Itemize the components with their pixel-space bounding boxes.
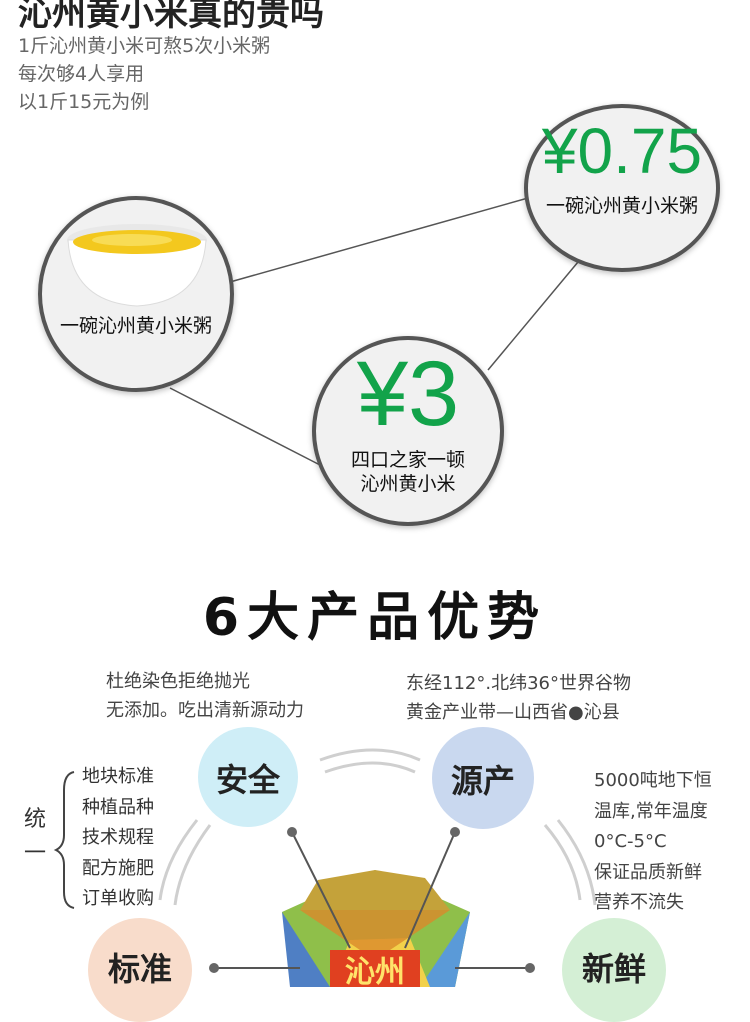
connector-lines: [169, 197, 579, 466]
intro-line: 每次够4人享用: [18, 63, 145, 85]
note-line: 0°C-5°C: [594, 831, 667, 852]
origin-badge: 源产: [432, 727, 534, 829]
note-line: 东经112°.北纬36°世界谷物: [406, 673, 631, 694]
per-bowl-price: ¥0.75: [541, 115, 703, 187]
list-item: 种植品种: [82, 796, 154, 818]
note-line: 保证品质新鲜: [594, 861, 702, 883]
note-line: 杜绝染色拒绝抛光: [106, 671, 250, 692]
intro-text: 1斤沁州黄小米可熬5次小米粥 每次够4人享用 以1斤15元为例: [18, 32, 270, 116]
bowl-caption: 一碗沁州黄小米粥: [59, 315, 212, 337]
per-bowl-price-circle: ¥0.75 一碗沁州黄小米粥: [524, 104, 720, 272]
decorative-arcs: [53, 748, 597, 909]
list-item: 地块标准: [82, 766, 154, 787]
origin-note: 东经112°.北纬36°世界谷物 黄金产业带—山西省●沁县: [406, 669, 631, 727]
connector-line: [487, 261, 579, 371]
safety-badge: 安全: [198, 727, 298, 827]
family-price-circle: ¥3 四口之家一顿 沁州黄小米: [312, 336, 504, 526]
fresh-label: 新鲜: [581, 950, 646, 988]
list-item: 技术规程: [82, 827, 154, 848]
origin-label: 源产: [450, 762, 515, 800]
standard-list: 地块标准 种植品种 技术规程 配方施肥 订单收购: [82, 762, 154, 915]
connector-line: [169, 387, 321, 466]
product-cube: 沁州: [209, 827, 535, 987]
fresh-note: 5000吨地下恒 温库,常年温度 0°C-5°C 保证品质新鲜 营养不流失: [594, 766, 712, 919]
standard-label: 标准: [107, 950, 172, 988]
list-item: 配方施肥: [82, 857, 154, 879]
note-line: 温库,常年温度: [594, 800, 708, 822]
safety-label: 安全: [215, 761, 280, 799]
porridge-bowl-icon: [67, 224, 207, 307]
page-title: 沁州黄小米真的贵吗: [18, 0, 324, 34]
note-line: 无添加。吃出清新源动力: [106, 700, 304, 721]
unified-label: 统一: [23, 807, 46, 866]
family-price: ¥3: [356, 343, 460, 445]
note-line: 黄金产业带—山西省●沁县: [406, 702, 620, 723]
safety-note: 杜绝染色拒绝抛光 无添加。吃出清新源动力: [106, 667, 304, 725]
intro-line: 以1斤15元为例: [18, 91, 150, 113]
family-caption-line: 沁州黄小米: [360, 473, 456, 495]
advantages-headline: 6大产品优势: [202, 588, 548, 648]
list-item: 订单收购: [82, 888, 154, 909]
intro-line: 1斤沁州黄小米可熬5次小米粥: [18, 35, 271, 57]
cube-logo-text: 沁州: [345, 955, 405, 987]
note-line: 5000吨地下恒: [594, 770, 712, 791]
connector-line: [229, 197, 529, 283]
note-line: 营养不流失: [594, 892, 684, 913]
per-bowl-caption: 一碗沁州黄小米粥: [545, 195, 698, 217]
bowl-circle: 一碗沁州黄小米粥: [38, 196, 234, 392]
family-caption-line: 四口之家一顿: [350, 449, 465, 471]
